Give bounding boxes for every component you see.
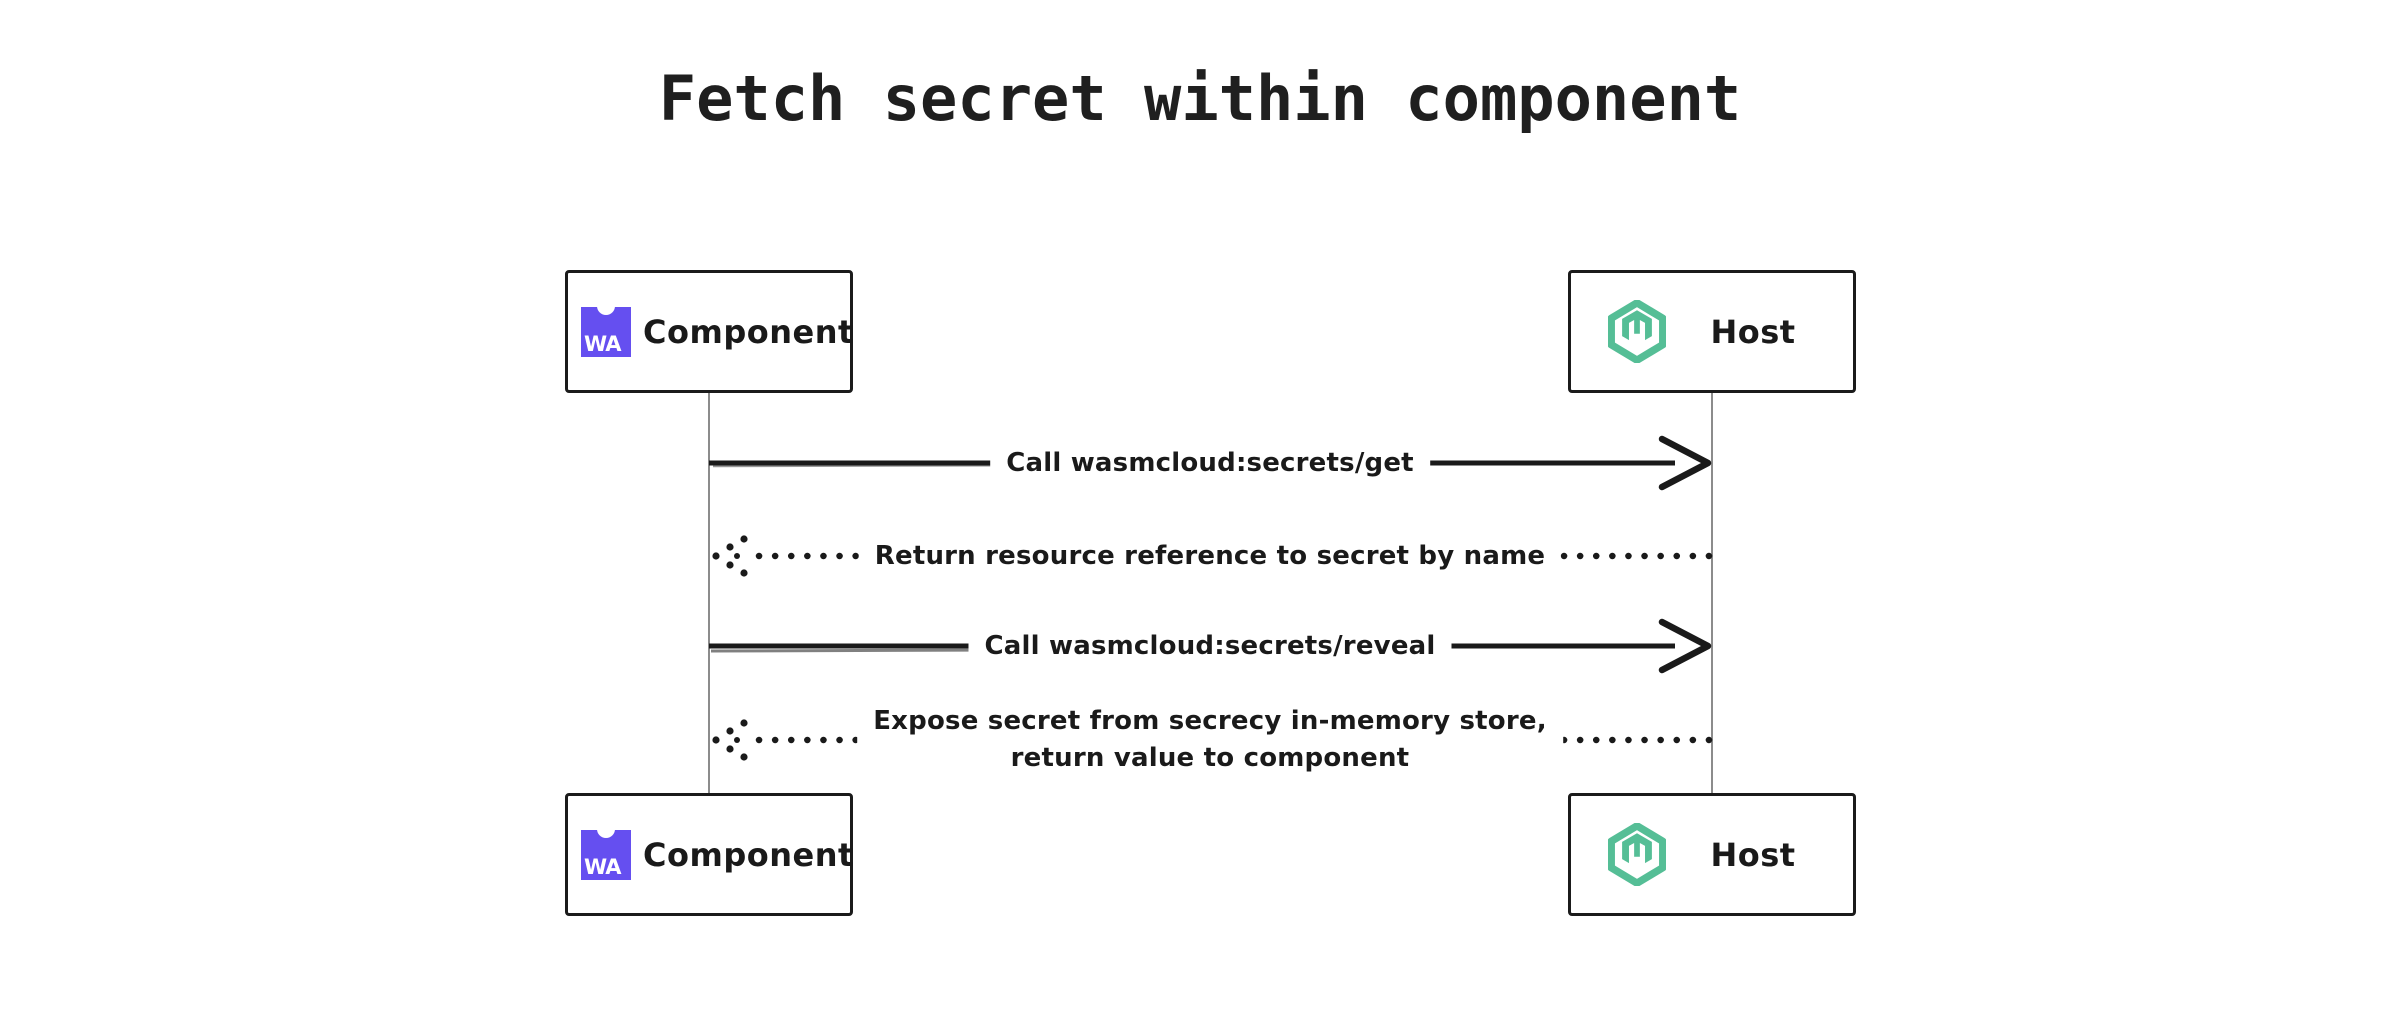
component-lifeline (708, 393, 710, 794)
message-label: Return resource reference to secret by n… (858, 539, 1562, 573)
message-label: Call wasmcloud:secrets/get (990, 446, 1430, 480)
actor-label-component: Component (643, 312, 854, 351)
webassembly-icon-text: WA (584, 331, 621, 356)
wasmcloud-icon (1608, 823, 1667, 886)
diagram-title: Fetch secret within component (658, 62, 1742, 135)
webassembly-icon: WA (581, 306, 631, 357)
actor-component-bottom: WA Component (565, 793, 853, 916)
message-label: Expose secret from secrecy in-memory sto… (857, 701, 1563, 779)
wasmcloud-icon (1608, 300, 1667, 363)
actor-host-top: Host (1568, 270, 1856, 393)
webassembly-icon-text: WA (584, 854, 621, 879)
actor-component-top: WA Component (565, 270, 853, 393)
arrowhead-left-dotted-icon (712, 535, 748, 577)
actor-label-host: Host (1710, 835, 1796, 874)
host-lifeline (1711, 393, 1713, 794)
arrowhead-right-icon (1658, 435, 1712, 491)
arrowhead-left-dotted-icon (712, 719, 748, 761)
actor-label-host: Host (1710, 312, 1796, 351)
webassembly-icon: WA (581, 829, 631, 880)
message-label-line2: return value to component (1010, 743, 1410, 773)
actor-label-component: Component (643, 835, 854, 874)
message-label: Call wasmcloud:secrets/reveal (968, 629, 1452, 663)
actor-host-bottom: Host (1568, 793, 1856, 916)
arrowhead-right-icon (1658, 618, 1712, 674)
message-label-line1: Expose secret from secrecy in-memory sto… (873, 706, 1547, 736)
